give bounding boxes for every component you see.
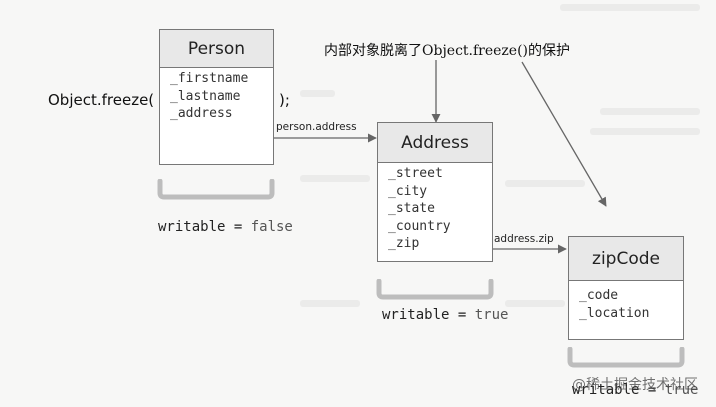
zipcode-class-box: zipCode _code _location [568,236,684,340]
person-field: _firstname [170,71,249,86]
zipcode-brace [567,347,685,368]
address-field: _zip [388,236,420,251]
person-class-box: Person _firstname _lastname _address [159,29,274,165]
writable-key: writable = [158,219,251,235]
zipcode-class-title: zipCode [569,237,683,281]
person-field-list: _firstname _lastname _address [160,68,273,123]
writable-value: false [250,219,293,235]
address-field: _city [388,183,428,199]
background-text-line [600,108,700,115]
writable-key: writable = [382,307,475,323]
freeze-prefix: Object.freeze( [48,91,155,109]
address-writable-label: writable = true [382,307,508,323]
zipcode-field: _code [579,288,619,303]
freeze-suffix: ); [279,91,290,109]
background-text-line [300,175,370,182]
background-text-line [590,128,700,135]
zipcode-writable-label: writable = true [572,382,698,398]
background-text-line [300,90,335,97]
address-field: _state [388,201,435,216]
background-text-line [560,4,700,11]
writable-value: true [664,382,699,398]
background-text-line [300,300,360,307]
watermark: @稀土掘金技术社区 [572,377,698,393]
zipcode-field-list: _code _location [569,281,683,322]
address-field: _country [388,218,451,234]
arrow-note-to-zipcode [521,61,607,207]
address-field: _street [388,166,443,181]
writable-key: writable = [572,382,665,398]
person-address-link-label: person.address [276,121,357,133]
address-class-title: Address [378,123,492,163]
person-field: _address [170,106,233,121]
address-class-box: Address _street _city _state _country _z… [377,122,493,262]
address-zip-link-label: address.zip [494,233,554,245]
person-writable-label: writable = false [158,219,293,235]
address-field-list: _street _city _state _country _zip [378,163,492,253]
background-text-line [505,300,565,307]
freeze-note: 内部对象脱离了Object.freeze()的保护 [324,43,571,59]
zipcode-field: _location [579,305,650,321]
person-field: _lastname [170,88,241,104]
background-text-line [505,180,585,187]
person-brace [157,179,275,200]
writable-value: true [474,307,509,323]
address-brace [376,279,494,300]
person-class-title: Person [160,30,273,68]
